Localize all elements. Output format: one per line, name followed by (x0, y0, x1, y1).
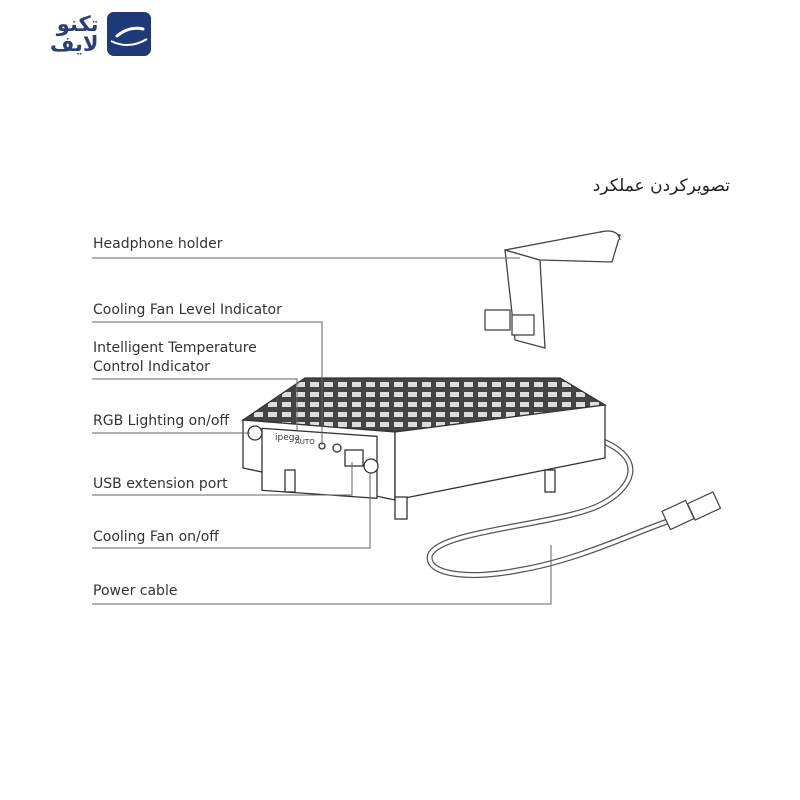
device-brand: ipega (275, 433, 300, 443)
label-temp-control: Intelligent Temperature Control Indicato… (93, 339, 257, 377)
logo-line-1: تکنو (56, 12, 99, 36)
label-rgb: RGB Lighting on/off (93, 413, 230, 429)
headphone-holder (484, 230, 621, 349)
leader-lines (92, 257, 552, 605)
logo-line-2: لایف (50, 32, 99, 56)
label-temp-line-1: Intelligent Temperature (93, 340, 257, 356)
logo-text: تکنو لایف (50, 12, 99, 56)
logo-mark-icon (106, 12, 151, 56)
cooling-pad (241, 377, 607, 520)
label-usb: USB extension port (93, 476, 228, 492)
label-headphone-holder: Headphone holder (93, 236, 223, 252)
device-mode: AUTO (295, 438, 315, 446)
label-temp-line-2: Control Indicator (93, 359, 210, 375)
label-power-cable: Power cable (93, 583, 178, 599)
label-fan-onoff: Cooling Fan on/off (93, 529, 219, 545)
label-fan-level: Cooling Fan Level Indicator (93, 302, 282, 318)
usb-plug-icon (661, 491, 722, 531)
logo: تکنو لایف (50, 12, 151, 56)
page-title: تصویرکردن عملکرد (592, 176, 730, 196)
